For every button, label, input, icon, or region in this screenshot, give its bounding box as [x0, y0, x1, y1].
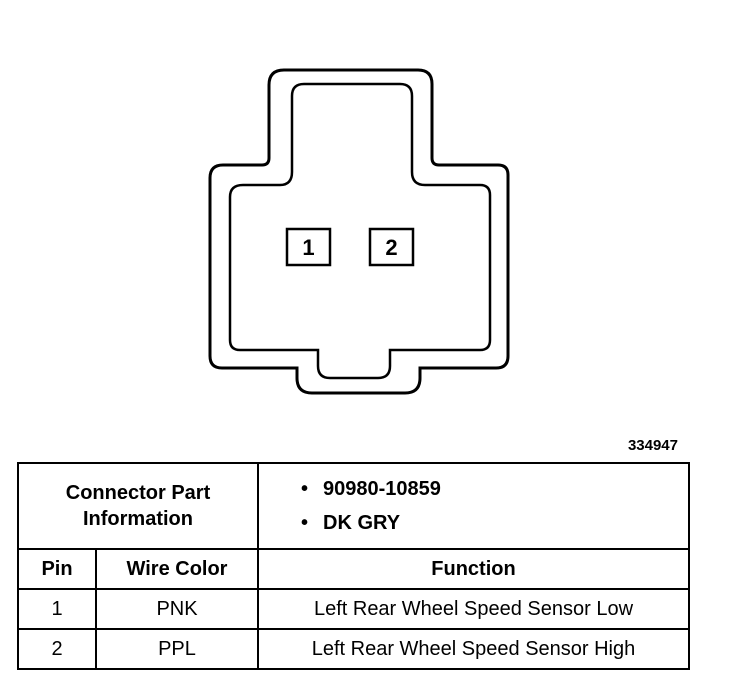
pin-label-2: 2 [385, 235, 397, 260]
connector-outer-outline [208, 68, 510, 395]
connector-pinout-table: Connector Part Information 90980-10859 D… [17, 462, 690, 670]
connector-inner-outline [228, 82, 492, 380]
part-info-values: 90980-10859 DK GRY [257, 462, 690, 550]
part-info-label: Connector Part Information [17, 462, 259, 550]
part-color: DK GRY [301, 506, 688, 540]
part-info-row: Connector Part Information 90980-10859 D… [17, 462, 690, 550]
cell-wire-color: PNK [95, 588, 259, 630]
cell-pin: 2 [17, 628, 97, 670]
cell-wire-color: PPL [95, 628, 259, 670]
cell-function: Left Rear Wheel Speed Sensor High [257, 628, 690, 670]
pin-cavity-2: 2 [368, 227, 415, 267]
header-function: Function [257, 548, 690, 590]
pin-label-1: 1 [302, 235, 314, 260]
table-row: 2 PPL Left Rear Wheel Speed Sensor High [17, 628, 690, 670]
table-header-row: Pin Wire Color Function [17, 548, 690, 590]
cell-pin: 1 [17, 588, 97, 630]
cell-function: Left Rear Wheel Speed Sensor Low [257, 588, 690, 630]
pin-cavity-1: 1 [285, 227, 332, 267]
figure-id: 334947 [627, 437, 678, 454]
table-row: 1 PNK Left Rear Wheel Speed Sensor Low [17, 588, 690, 630]
part-number: 90980-10859 [301, 472, 688, 506]
header-wire-color: Wire Color [95, 548, 259, 590]
connector-face-diagram: 1 2 [208, 68, 510, 395]
header-pin: Pin [17, 548, 97, 590]
